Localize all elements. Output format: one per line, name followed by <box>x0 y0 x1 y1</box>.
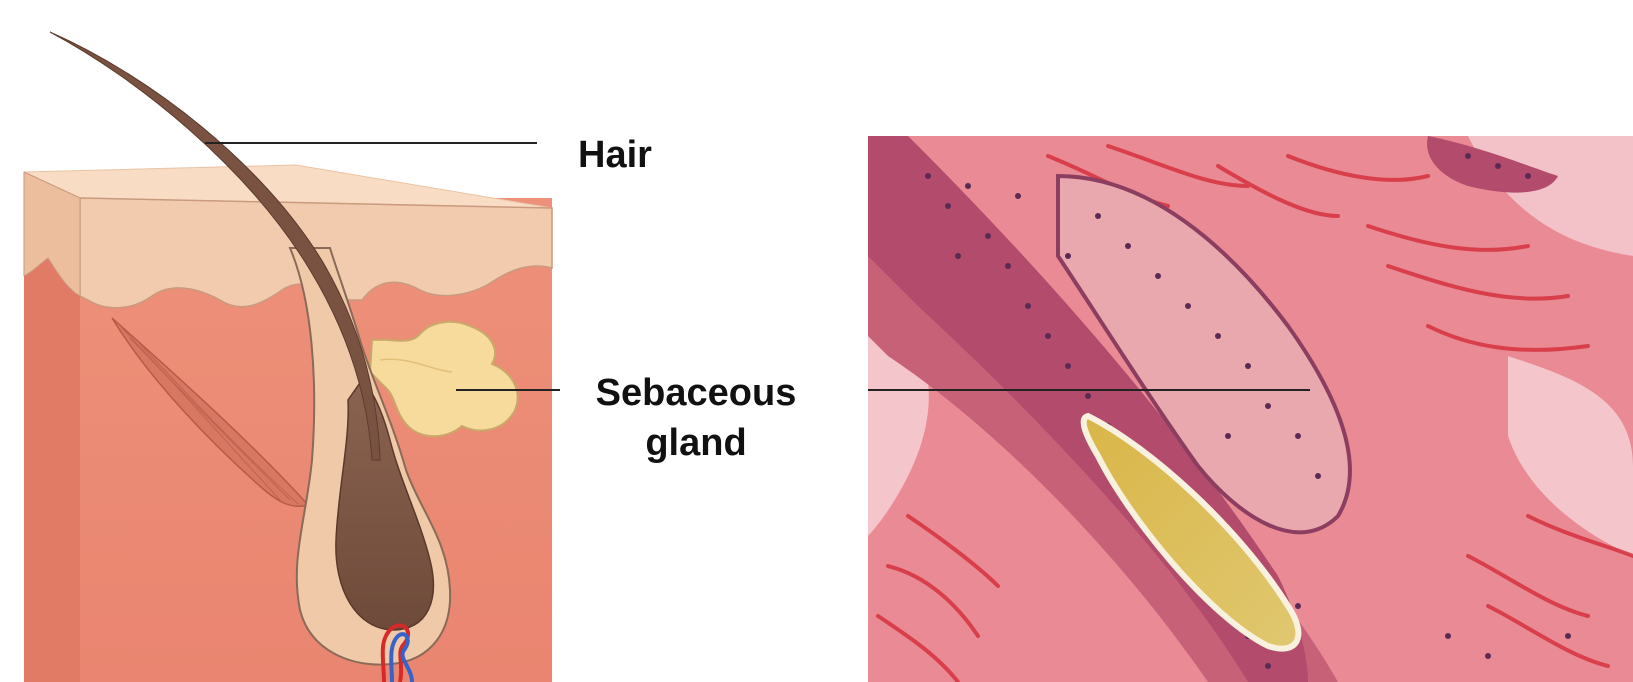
hair-follicle-histology-micrograph <box>868 136 1633 682</box>
label-sebaceous-gland: Sebaceous gland <box>560 368 832 468</box>
label-hair: Hair <box>578 130 652 180</box>
skin-cross-section-illustration <box>0 0 560 682</box>
label-sebaceous-line2: gland <box>560 418 832 468</box>
label-sebaceous-line1: Sebaceous <box>560 368 832 418</box>
